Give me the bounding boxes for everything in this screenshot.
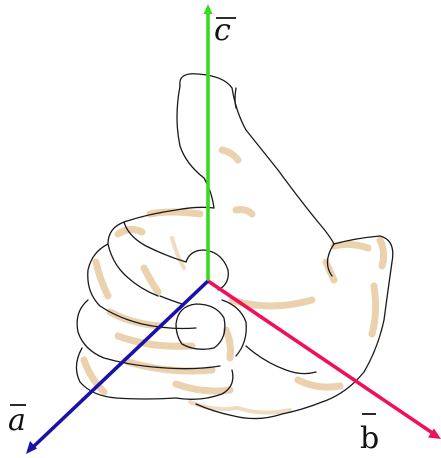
vector-a-arrow bbox=[30, 279, 210, 450]
hand-outline bbox=[75, 73, 394, 420]
vector-label-a: a bbox=[8, 403, 26, 438]
vector-b-arrow bbox=[206, 279, 436, 436]
vector-label-c: c bbox=[214, 13, 236, 48]
finger-outline bbox=[76, 299, 221, 370]
vector-a-arrowhead bbox=[26, 441, 37, 454]
vector-b-label: b bbox=[360, 421, 379, 456]
vector-c-arrowhead bbox=[203, 4, 213, 14]
vector-c-label: c bbox=[214, 13, 231, 48]
thumb-outline bbox=[179, 73, 335, 245]
hand-shading bbox=[80, 146, 388, 415]
vector-a-label: a bbox=[8, 403, 26, 438]
finger-outline bbox=[75, 347, 177, 400]
back-of-hand-outline bbox=[281, 235, 394, 415]
index-finger-outline bbox=[107, 206, 215, 297]
thumb-tip-outline bbox=[185, 249, 229, 291]
hand-illustration bbox=[75, 73, 394, 420]
vector-label-b: b bbox=[360, 413, 379, 456]
vector-axes bbox=[26, 4, 441, 454]
vector-b-arrowhead bbox=[428, 428, 441, 439]
thumb-inner-outline bbox=[176, 85, 215, 209]
